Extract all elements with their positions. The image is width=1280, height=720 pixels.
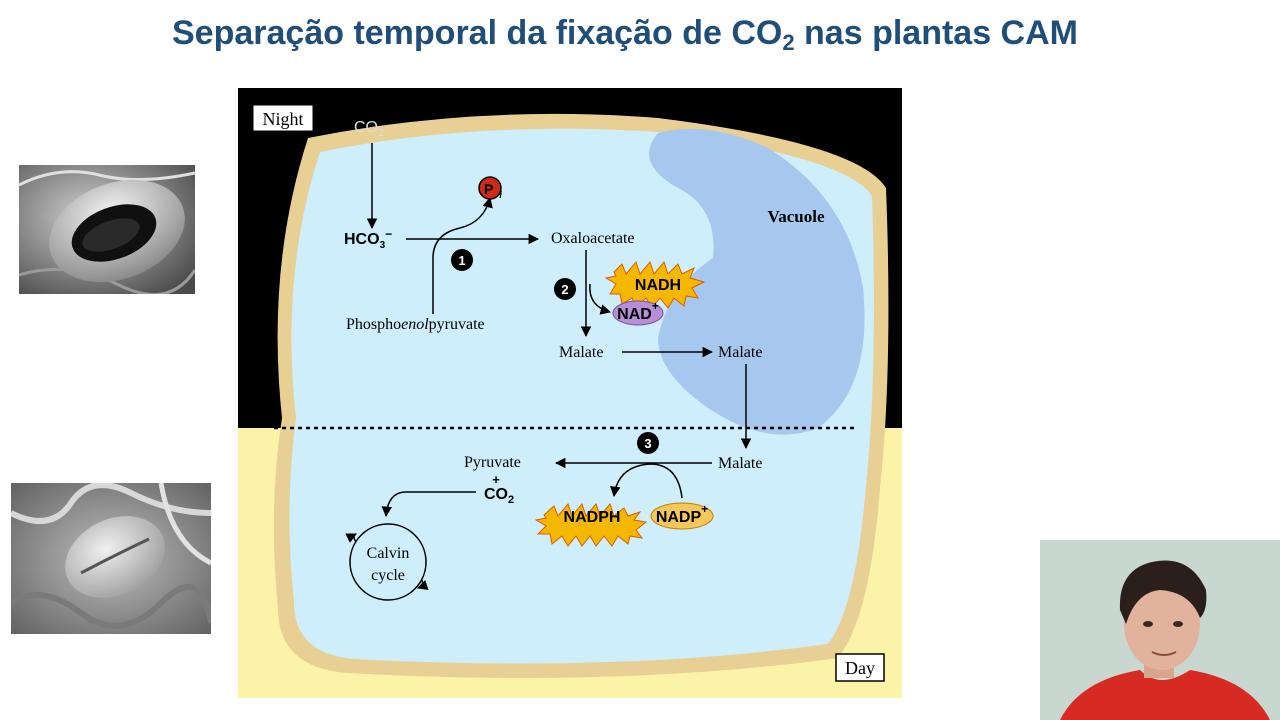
step-3-number: 3	[644, 436, 651, 451]
calvin-cycle-circle	[349, 523, 427, 601]
arrow-co2-to-calvin	[381, 491, 476, 518]
step-3-marker	[637, 432, 659, 454]
title-subscript: 2	[782, 30, 795, 55]
stoma-open-micrograph-icon	[19, 165, 195, 294]
step-2-number: 2	[561, 282, 568, 297]
presenter-webcam-icon	[1040, 540, 1280, 720]
calvin-line-1: Calvin	[367, 545, 410, 562]
oxaloacetate-label: Oxaloacetate	[551, 230, 635, 247]
nadh-burst	[604, 260, 706, 309]
stoma-open-photo	[19, 165, 195, 294]
calvin-line-2: cycle	[371, 567, 405, 584]
title-text: Separação temporal da fixação de CO	[172, 14, 783, 52]
arrow-nadh-to-nad	[589, 283, 612, 315]
title-text-end: nas plantas CAM	[794, 14, 1078, 52]
nadp-label: NADP+	[656, 502, 708, 526]
malate-cytoplasm-label: Malate	[559, 344, 603, 361]
nad-ellipse	[612, 300, 664, 326]
stoma-closed-micrograph-icon	[11, 483, 211, 634]
vacuole-label: Vacuole	[768, 207, 825, 226]
step-1-marker	[451, 249, 473, 271]
hco3-label: HCO3−	[344, 227, 392, 251]
slide-title: Separação temporal da fixação de CO2 nas…	[0, 14, 1250, 56]
nadph-burst	[534, 502, 648, 547]
calvin-arrow-bottom	[417, 579, 429, 590]
step-1-number: 1	[458, 253, 465, 268]
vacuole	[649, 128, 865, 435]
pep-label: Phosphoenolpyruvate	[346, 316, 485, 333]
plus-sign: +	[492, 472, 500, 487]
stoma-closed-photo	[11, 483, 211, 634]
malate-vacuole-label: Malate	[718, 344, 762, 361]
co2-top-label: CO2	[354, 119, 384, 139]
arrow-pep-to-pi	[432, 196, 493, 314]
pyruvate-label: Pyruvate	[464, 454, 521, 471]
co2-day-label: CO2	[484, 486, 514, 506]
nad-label: NAD+	[617, 299, 659, 323]
day-label: Day	[845, 658, 875, 678]
night-label: Night	[262, 109, 303, 129]
day-label-box	[835, 653, 885, 682]
nadph-label: NADPH	[564, 509, 621, 526]
night-label-box	[252, 104, 314, 132]
arrow-nadp-to-nadph	[610, 463, 683, 499]
nadh-label: NADH	[635, 277, 681, 294]
pi-circle	[478, 176, 502, 200]
malate-day-label: Malate	[718, 455, 762, 472]
calvin-arrow-top	[345, 533, 357, 543]
step-2-marker	[554, 278, 576, 300]
nadp-ellipse	[650, 502, 714, 530]
presenter-webcam	[1040, 540, 1280, 720]
